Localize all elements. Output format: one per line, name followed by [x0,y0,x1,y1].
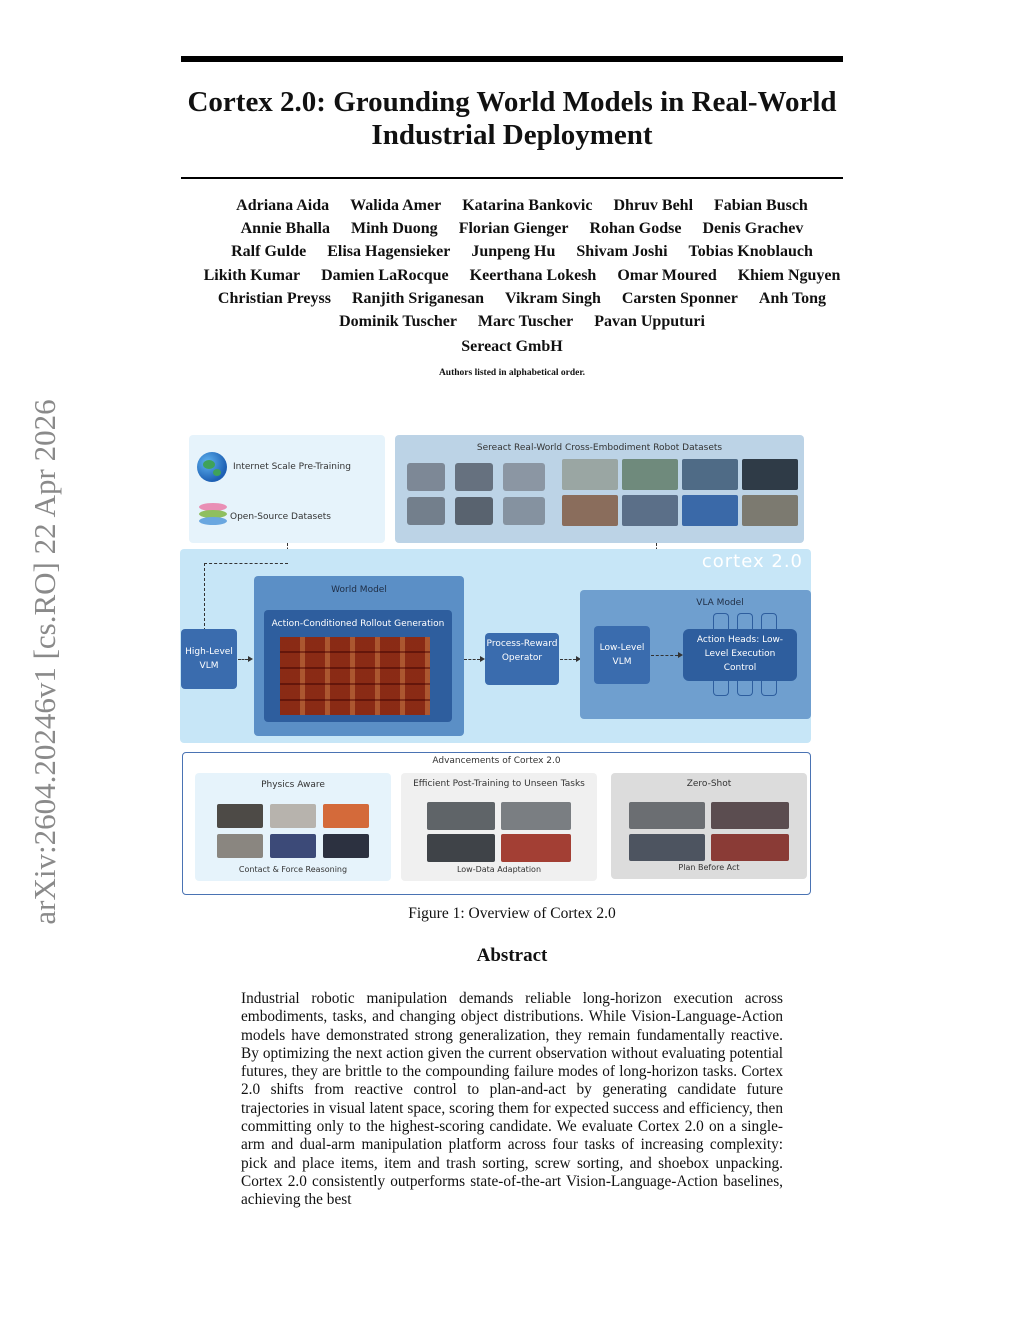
author-name: Carsten Sponner [621,289,738,307]
author-name: Damien LaRocque [321,266,449,284]
top-rule [181,56,843,62]
author-name: Dominik Tuscher [339,312,457,330]
title-line-1: Cortex 2.0: Grounding World Models in Re… [187,86,837,118]
author-name: Adriana Aida [236,197,330,214]
overview-figure: Internet Scale Pre-Training Open-Source … [180,433,812,896]
arrow-reward-to-vla [560,659,576,660]
author-name: Khiem Nguyen [737,266,841,284]
title-line-2: Industrial Deployment [371,119,653,151]
author-name: Rohan Godse [589,220,682,238]
arrowhead-reward-to-vla [576,656,581,662]
process-reward-label: Process-Reward Operator [486,639,558,663]
cortex-logo: cortex 2.0 [701,551,803,572]
author-name: Christian Preyss [217,289,331,307]
author-row: Christian Preyss Ranjith Sriganesan Vikram… [170,287,874,310]
post-training-caption: Low-Data Adaptation [456,865,542,874]
arrowhead-vlm-to-heads [678,652,683,658]
author-name: Florian Gienger [458,220,569,238]
arrowhead-vlm-to-world [248,656,253,662]
abstract-heading: Abstract [476,945,548,966]
arrow-vlm-to-heads [651,655,678,656]
datasets-title: Sereact Real-World Cross-Embodiment Robo… [476,443,723,453]
author-name: Anh Tong [758,289,827,307]
physics-aware-caption: Contact & Force Reasoning [238,865,348,874]
advancements-title: Advancements of Cortex 2.0 [432,756,561,766]
pretraining-panel: Internet Scale Pre-Training Open-Source … [189,435,385,543]
author-name: Elisa Hagensieker [327,243,451,261]
globe-icon [197,452,227,482]
author-name: Minh Duong [350,220,438,238]
author-name: Keerthana Lokesh [469,266,597,284]
author-row: Annie Bhalla Minh Duong Florian Gienger Roh… [170,217,874,240]
affiliation: Sereact GmbH [461,338,563,355]
post-training-card: Efficient Post-Training to Unseen Tasks … [401,773,597,881]
robot-datasets-panel: Sereact Real-World Cross-Embodiment Robo… [395,435,804,543]
zero-shot-card: Zero-Shot Plan Before Act [611,773,807,879]
author-name: Ralf Gulde [231,243,307,261]
world-model-block: World Model Action-Conditioned Rollout G… [254,576,464,736]
cortex-architecture-panel: cortex 2.0 High-Level VLM World Model Ac… [180,549,811,743]
author-name: Shivam Joshi [576,243,668,261]
zero-shot-title: Zero-Shot [686,779,732,789]
arxiv-identifier: arXiv:2604.20246v1 [cs.RO] 22 Apr 2026 [27,399,62,925]
zero-shot-image-grid [629,802,789,862]
robot-arm-images [403,459,551,529]
author-name: Walida Amer [350,197,442,214]
high-level-vlm-label: High-Level VLM [185,647,233,671]
arrowhead-world-to-reward [480,656,485,662]
vla-model-block: VLA Model Low-Level VLM Action Heads: Lo… [580,590,811,719]
high-level-vlm-node: High-Level VLM [181,629,237,689]
author-list: Adriana Aida Walida Amer Katarina Bankovic… [170,194,874,333]
author-name: Pavan Upputuri [594,312,705,330]
internet-pretraining-label: Internet Scale Pre-Training [233,462,351,472]
author-name: Likith Kumar [203,266,301,284]
author-name: Tobias Knoblauch [688,243,813,261]
figure-caption: Figure 1: Overview of Cortex 2.0 [408,905,616,922]
post-training-image-grid [427,802,571,864]
author-row: Adriana Aida Walida Amer Katarina Bankovic… [170,194,874,217]
vla-model-title: VLA Model [696,598,744,608]
abstract-body: Industrial robotic manipulation demands … [241,990,783,1209]
author-name: Katarina Bankovic [462,197,593,214]
author-name: Denis Grachev [702,220,804,238]
process-reward-node: Process-Reward Operator [485,633,559,685]
title-rule [181,177,843,179]
paper-title: Cortex 2.0: Grounding World Models in Re… [181,86,843,152]
arrow-world-to-reward [464,659,480,660]
author-row: Dominik Tuscher Marc Tuscher Pavan Upputur… [170,310,874,333]
rollout-generation-block: Action-Conditioned Rollout Generation [264,610,452,722]
author-name: Junpeng Hu [471,243,556,261]
author-row: Ralf Gulde Elisa Hagensieker Junpeng Hu Shi… [170,240,874,263]
vlm-feed-line [204,563,288,631]
zero-shot-caption: Plan Before Act [678,863,740,872]
author-name: Omar Moured [617,266,717,284]
author-name: Fabian Busch [714,197,808,214]
action-heads-node: Action Heads: Low-Level Execution Contro… [683,629,797,681]
low-level-vlm-label: Low-Level VLM [599,643,645,667]
action-head-stubs-top [713,613,779,630]
physics-aware-title: Physics Aware [261,780,325,790]
author-row: Likith Kumar Damien LaRocque Keerthana Lok… [170,264,874,287]
action-head-stubs-bottom [713,681,779,697]
open-source-label: Open-Source Datasets [230,512,331,522]
author-name: Dhruv Behl [613,197,694,214]
advancements-panel: Advancements of Cortex 2.0 Physics Aware… [182,752,811,895]
physics-aware-card: Physics Aware Contact & Force Reasoning [195,773,391,881]
physics-image-grid [217,804,369,860]
post-training-title: Efficient Post-Training to Unseen Tasks [413,779,585,789]
author-name: Marc Tuscher [477,312,574,330]
low-level-vlm-node: Low-Level VLM [594,626,650,684]
dataset-photo-grid [562,459,798,529]
author-name: Vikram Singh [505,289,601,307]
authors-note: Authors listed in alphabetical order. [438,368,586,378]
author-name: Annie Bhalla [240,220,330,238]
world-model-title: World Model [331,585,387,595]
rollout-frames-grid [280,637,430,715]
rollout-title: Action-Conditioned Rollout Generation [271,619,445,629]
action-heads-label: Action Heads: Low-Level Execution Contro… [696,635,784,673]
author-name: Ranjith Sriganesan [351,289,484,307]
dataset-stack-icon [199,503,227,529]
arrow-vlm-to-world [238,659,248,660]
